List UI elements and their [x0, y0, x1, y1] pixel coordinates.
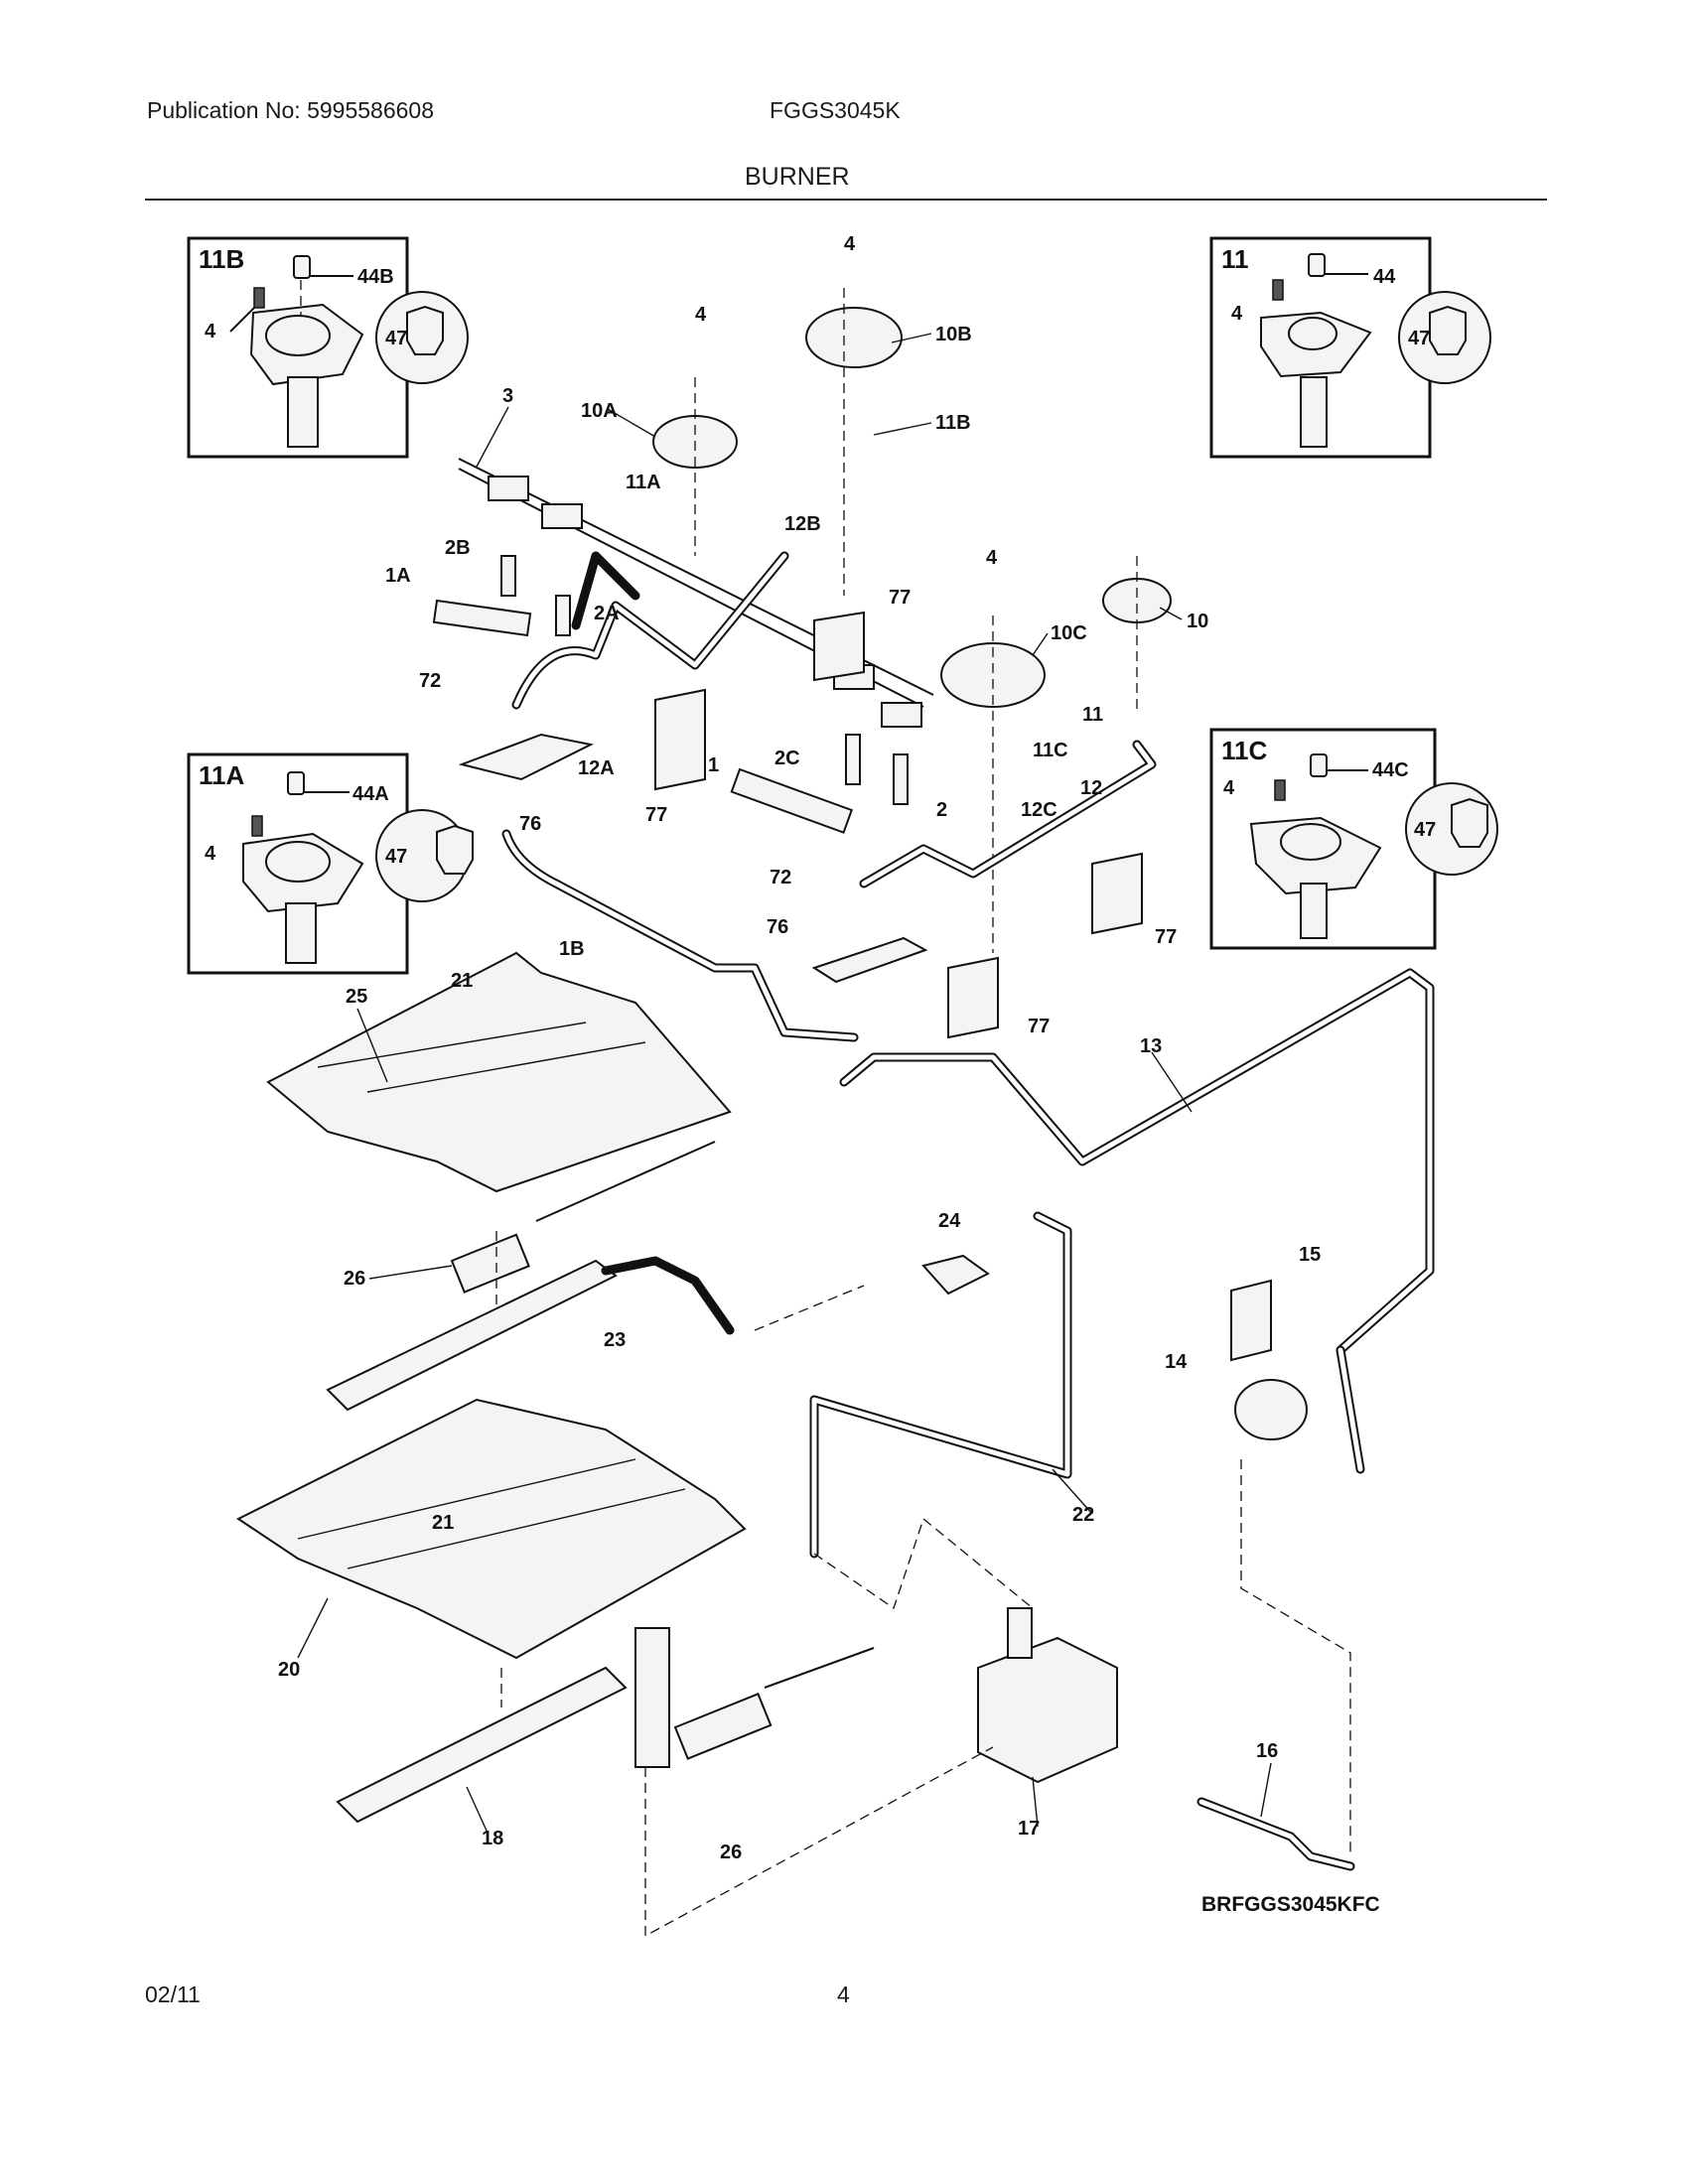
- inset-11: 11 44 4 47: [1209, 236, 1491, 459]
- inset-11c-label-47: 47: [1414, 819, 1436, 841]
- inset-11b-title: 11B: [199, 244, 244, 274]
- diagram-code: BRFGGS3045KFC: [1201, 1893, 1380, 1916]
- callout-24: 24: [938, 1210, 961, 1232]
- callout-2b: 2B: [445, 537, 471, 559]
- callout-25: 25: [346, 986, 367, 1008]
- callout-4-top: 4: [844, 233, 856, 255]
- inset-11a-label-47: 47: [385, 846, 407, 868]
- callout-23: 23: [604, 1329, 626, 1351]
- model-number: FGGS3045K: [770, 97, 901, 123]
- callout-1: 1: [708, 754, 719, 776]
- inset-11-label-4: 4: [1231, 303, 1243, 325]
- inset-11-label-47: 47: [1408, 328, 1430, 349]
- section-title: BURNER: [745, 163, 850, 191]
- inset-11c-label-44c: 44C: [1372, 759, 1409, 781]
- callout-12: 12: [1080, 777, 1102, 799]
- inset-11c-label-4: 4: [1223, 777, 1235, 799]
- callout-76-upper: 76: [519, 813, 541, 835]
- footer-page-number: 4: [837, 1981, 850, 2007]
- callout-17: 17: [1018, 1818, 1040, 1840]
- inset-11a: 11A 44A 4 47: [187, 752, 474, 975]
- callout-10c: 10C: [1051, 622, 1087, 644]
- callout-2c: 2C: [774, 748, 800, 769]
- callout-77-upper: 77: [889, 587, 911, 609]
- inset-11-title: 11: [1221, 244, 1249, 274]
- callout-11c: 11C: [1033, 740, 1068, 761]
- inset-11-label-44: 44: [1373, 266, 1396, 288]
- callout-3: 3: [502, 385, 513, 407]
- header-rule: [145, 199, 1547, 201]
- callout-21-lower: 21: [432, 1512, 454, 1534]
- inset-11c-title: 11C: [1221, 736, 1267, 765]
- inset-11b-label-44b: 44B: [357, 266, 394, 288]
- inset-11b-label-4: 4: [205, 321, 216, 342]
- callout-10: 10: [1187, 611, 1208, 632]
- callout-11a: 11A: [626, 472, 661, 493]
- callout-72-left: 72: [419, 670, 441, 692]
- callout-10a: 10A: [581, 400, 618, 422]
- callout-11: 11: [1082, 704, 1103, 726]
- callout-77-right: 77: [1155, 926, 1177, 948]
- callout-26-upper: 26: [344, 1268, 365, 1290]
- callout-2a: 2A: [594, 603, 620, 624]
- inset-11a-label-44a: 44A: [352, 783, 389, 805]
- callout-12b: 12B: [784, 513, 821, 535]
- inset-11a-label-4: 4: [205, 843, 216, 865]
- callout-20: 20: [278, 1659, 300, 1681]
- callout-12a: 12A: [578, 757, 615, 779]
- callout-4-10a: 4: [695, 304, 707, 326]
- callout-13: 13: [1140, 1035, 1162, 1057]
- inset-11a-title: 11A: [199, 760, 244, 790]
- callout-1a: 1A: [385, 565, 411, 587]
- burner-assembly-drawing: [236, 288, 1435, 1938]
- leader-lines: [297, 275, 1272, 1832]
- callout-4-10c: 4: [986, 547, 998, 569]
- callout-14: 14: [1165, 1351, 1188, 1373]
- callout-10b: 10B: [935, 324, 972, 345]
- callout-16: 16: [1256, 1740, 1278, 1762]
- callout-labels: 4 10B 11B 4 10A 11A 3 12B 77 2B 1A 2A 72…: [278, 233, 1380, 1916]
- footer-date: 02/11: [145, 1981, 201, 2007]
- callout-77-left: 77: [645, 804, 667, 826]
- inset-11b: 11B 44B 4 47: [187, 236, 469, 459]
- callout-21-upper: 21: [451, 970, 473, 992]
- callout-26-lower: 26: [720, 1842, 742, 1863]
- callout-12c: 12C: [1021, 799, 1057, 821]
- callout-72-right: 72: [770, 867, 791, 888]
- inset-11c: 11C 44C 4 47: [1209, 728, 1498, 950]
- callout-18: 18: [482, 1828, 503, 1849]
- callout-76-lower: 76: [767, 916, 788, 938]
- callout-1b: 1B: [559, 938, 585, 960]
- callout-11b: 11B: [935, 412, 971, 434]
- callout-15: 15: [1299, 1244, 1321, 1266]
- inset-11b-label-47: 47: [385, 328, 407, 349]
- publication-number: Publication No: 5995586608: [147, 97, 435, 123]
- callout-77-lower: 77: [1028, 1016, 1050, 1037]
- callout-2: 2: [936, 799, 947, 821]
- callout-22: 22: [1072, 1504, 1094, 1526]
